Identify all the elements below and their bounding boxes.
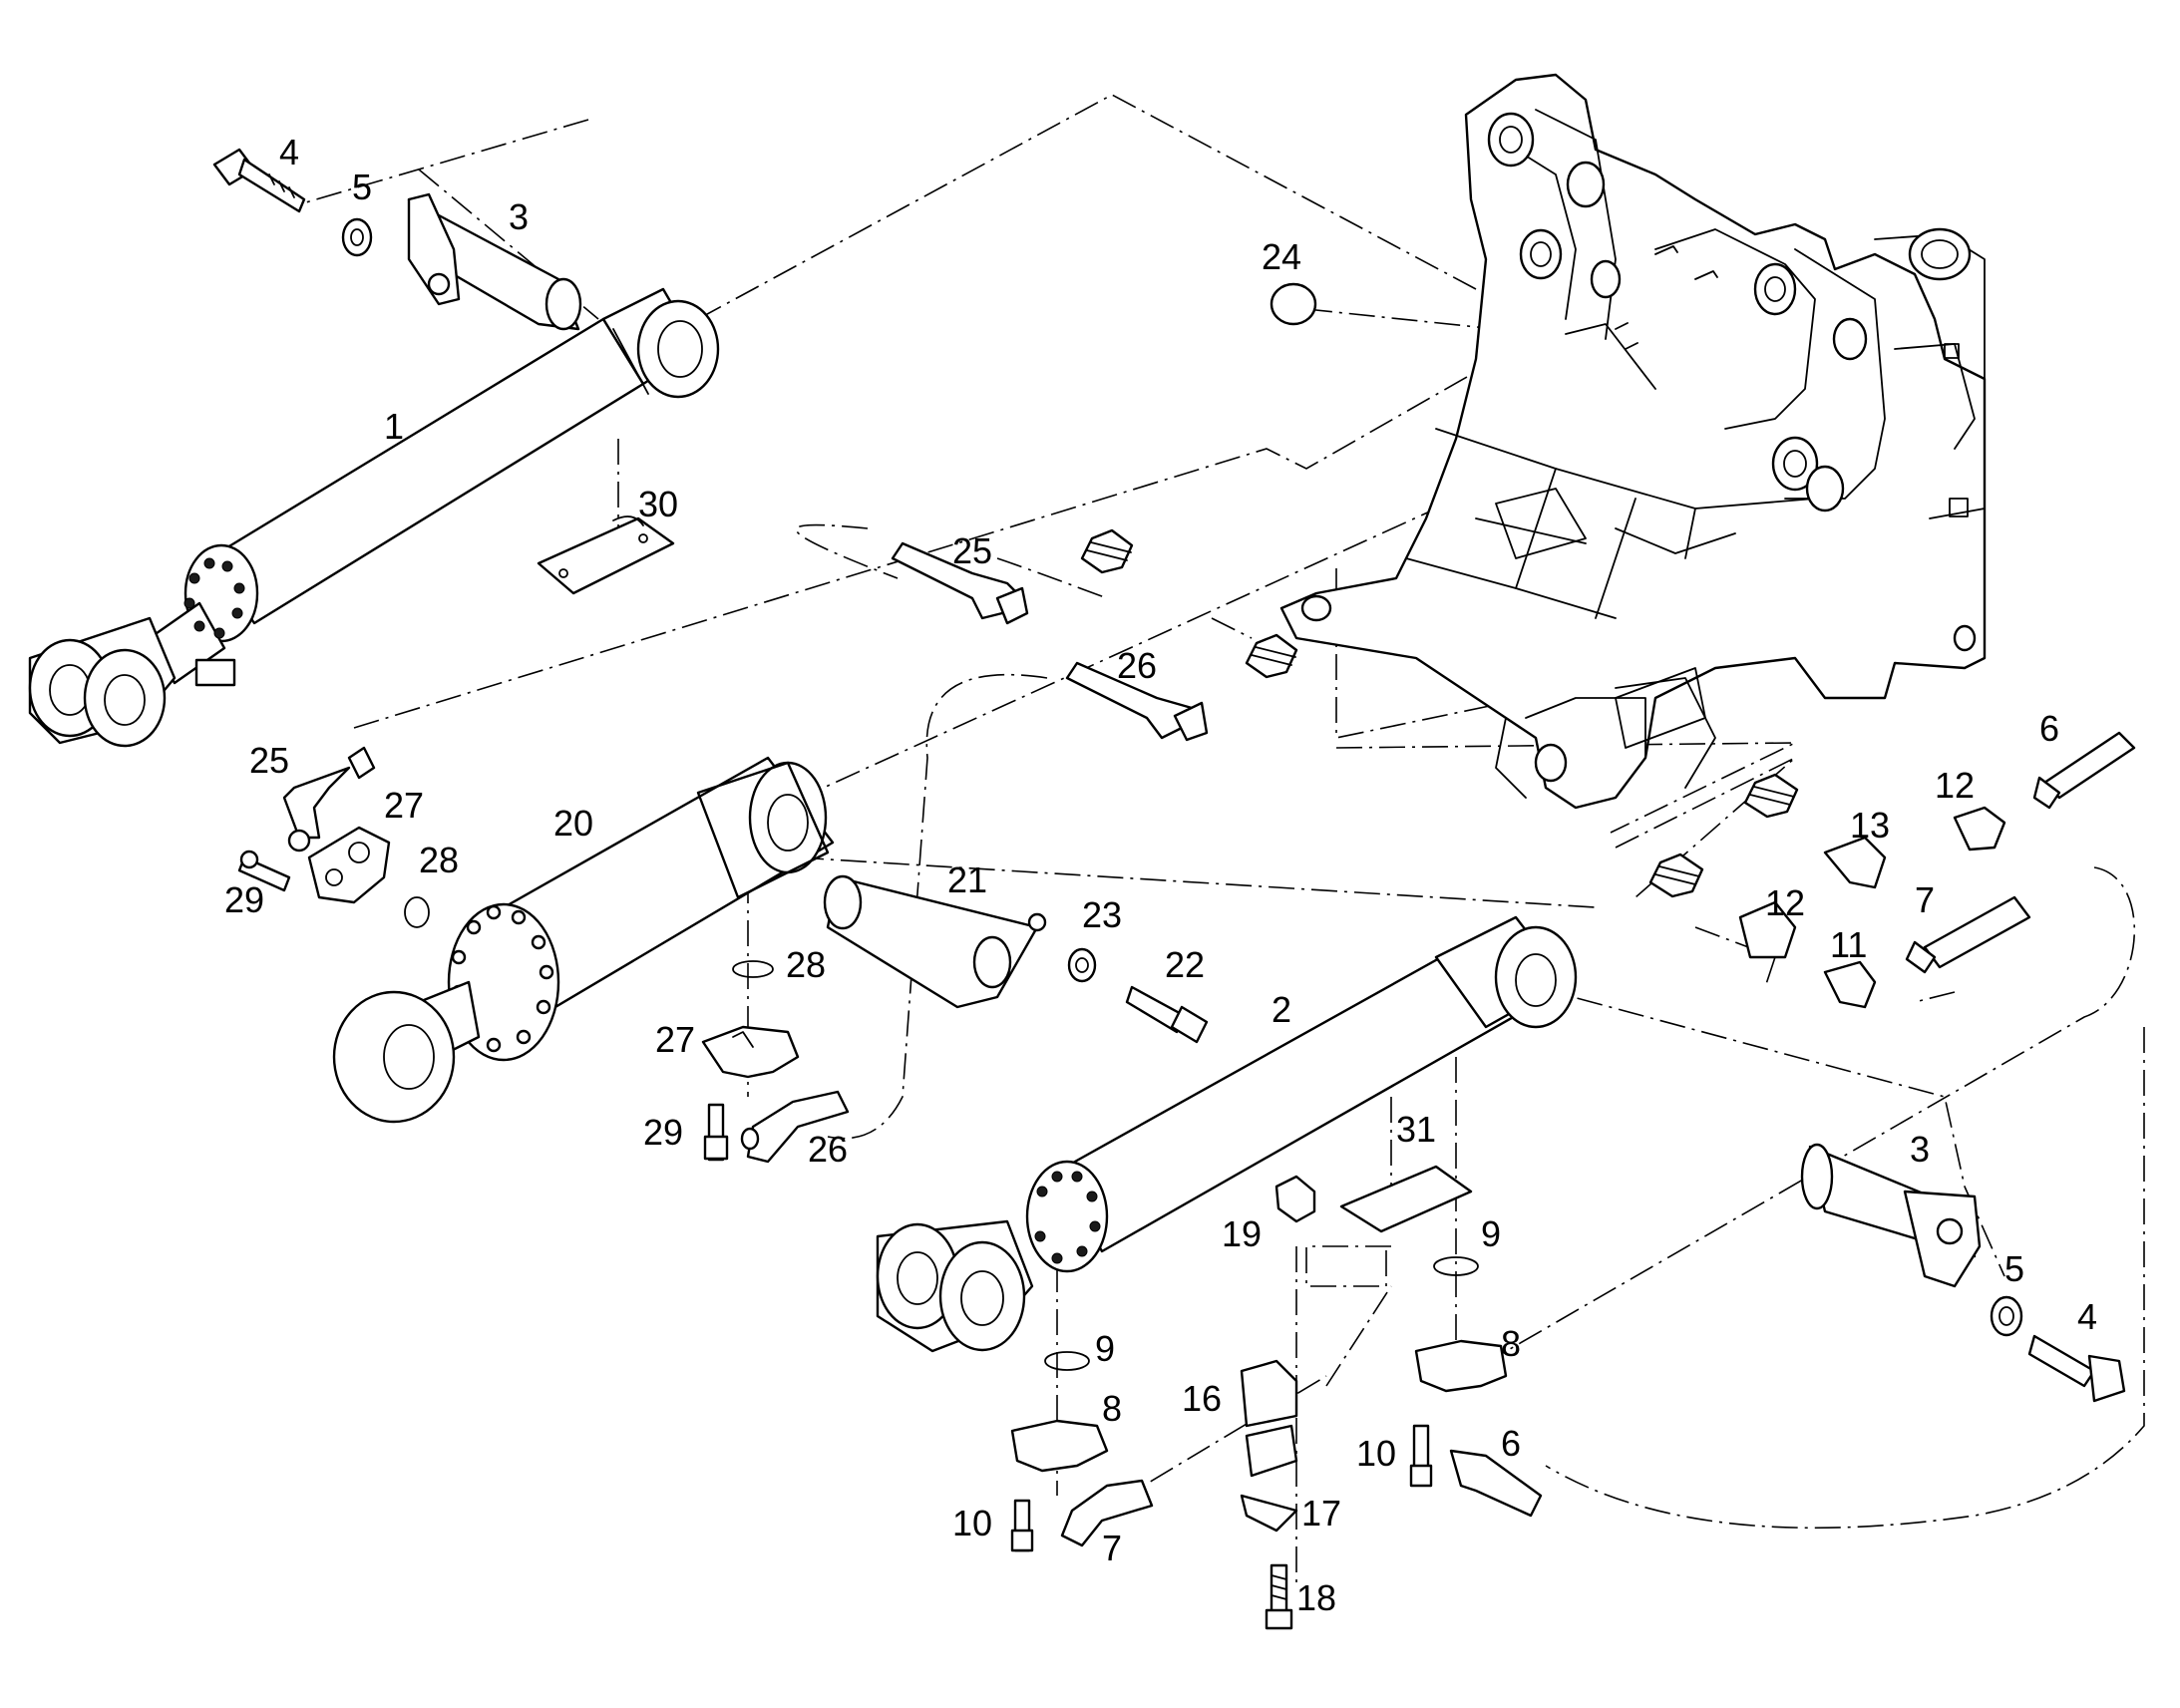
- callout-27: 27: [384, 785, 424, 826]
- callout-2: 2: [1272, 989, 1291, 1030]
- pin-3-lower: [1800, 1143, 1982, 1288]
- hydraulic-cylinder-2: [876, 915, 1578, 1353]
- adapter-12-lower: [1738, 900, 1797, 959]
- callout-13: 13: [1850, 805, 1890, 846]
- callout-24: 24: [1262, 236, 1301, 277]
- callout-21: 21: [947, 859, 987, 900]
- washer-23: [1067, 947, 1097, 983]
- callout-29: 29: [643, 1112, 683, 1153]
- cap-24: [1270, 282, 1317, 326]
- bolt-22: [1125, 985, 1209, 1044]
- callout-10: 10: [952, 1503, 992, 1543]
- flange-8-right: [1414, 1339, 1508, 1393]
- pin-3-upper: [407, 192, 582, 331]
- bolt-29-upper: [237, 850, 291, 892]
- callout-17: 17: [1301, 1493, 1341, 1534]
- callout-16: 16: [1182, 1378, 1222, 1419]
- cover-plate-31: [1339, 1165, 1473, 1233]
- hydraulic-cylinder-20: [332, 756, 835, 1124]
- hose-26-upper: [1065, 661, 1209, 742]
- washer-5-lower: [1990, 1295, 2023, 1337]
- callout-25: 25: [249, 740, 289, 781]
- hydraulic-cylinder-1: [28, 287, 720, 748]
- callout-6: 6: [1501, 1423, 1521, 1464]
- callout-11: 11: [1830, 924, 1867, 965]
- callout-10: 10: [1356, 1433, 1396, 1474]
- callout-3: 3: [1910, 1129, 1930, 1170]
- hose-25-upper: [891, 541, 1029, 625]
- hose-7-lower: [1060, 1479, 1154, 1547]
- adapter-12-upper: [1953, 806, 2006, 852]
- bolt-10-left: [1010, 1499, 1034, 1552]
- elbow-13: [1823, 836, 1887, 889]
- hose-6-upper: [2032, 731, 2136, 810]
- callout-30: 30: [638, 484, 678, 524]
- bolt-4-upper: [212, 148, 306, 213]
- nut-19: [1274, 1175, 1316, 1223]
- loader-frame: [1279, 73, 1987, 810]
- callout-8: 8: [1501, 1323, 1521, 1364]
- plate-17: [1240, 1494, 1298, 1533]
- oring-28-lower: [732, 960, 774, 978]
- fitting-pair-upper: [1080, 528, 1298, 679]
- hose-6-lower: [1449, 1449, 1543, 1518]
- callout-28: 28: [419, 840, 459, 880]
- bolt-29-lower: [703, 1103, 729, 1162]
- callout-9: 9: [1481, 1213, 1501, 1254]
- callout-4: 4: [279, 132, 299, 172]
- callout-5: 5: [352, 167, 372, 207]
- callout-5: 5: [2004, 1248, 2024, 1289]
- washer-5-upper: [341, 217, 373, 257]
- callout-12: 12: [1935, 765, 1975, 806]
- callout-18: 18: [1296, 1577, 1336, 1618]
- callout-4: 4: [2077, 1296, 2097, 1337]
- callout-20: 20: [553, 803, 593, 844]
- elbow-11: [1823, 960, 1877, 1009]
- bolt-10-right: [1409, 1424, 1433, 1488]
- oring-9-right: [1433, 1256, 1479, 1276]
- oring-28-upper: [404, 896, 430, 928]
- callout-26: 26: [808, 1129, 848, 1170]
- callout-19: 19: [1222, 1213, 1262, 1254]
- callout-3: 3: [509, 196, 529, 237]
- pin-21: [823, 874, 1047, 1009]
- callout-8: 8: [1102, 1388, 1122, 1429]
- callout-6: 6: [2039, 708, 2059, 749]
- callout-labels: 1 2 3 3 4 4 5 5 6 6 7 7 8 8 9 9 10 10 11…: [224, 132, 2097, 1618]
- oring-9-left: [1044, 1351, 1090, 1371]
- hose-26-lower: [740, 1090, 850, 1164]
- callout-1: 1: [384, 406, 404, 447]
- clamp-16: [1240, 1359, 1298, 1478]
- flange-8-left: [1010, 1419, 1109, 1473]
- hose-7-upper: [1905, 895, 2031, 974]
- callout-23: 23: [1082, 894, 1122, 935]
- bolt-4-lower: [2027, 1334, 2126, 1403]
- flange-27-lower: [701, 1025, 800, 1079]
- callout-9: 9: [1095, 1328, 1115, 1369]
- fitting-pair-right: [1648, 773, 1799, 898]
- callout-26: 26: [1117, 645, 1157, 686]
- callout-27: 27: [655, 1019, 695, 1060]
- callout-22: 22: [1165, 944, 1205, 985]
- callout-7: 7: [1102, 1528, 1122, 1568]
- hose-25-lower: [282, 746, 376, 853]
- flange-27-upper: [307, 826, 391, 904]
- callout-31: 31: [1396, 1109, 1436, 1150]
- callout-28: 28: [786, 944, 826, 985]
- bolt-18: [1265, 1563, 1293, 1630]
- callout-29: 29: [224, 879, 264, 920]
- callout-25: 25: [952, 530, 992, 571]
- cover-plate-30: [537, 515, 675, 595]
- callout-7: 7: [1915, 879, 1935, 920]
- callout-12: 12: [1765, 882, 1805, 923]
